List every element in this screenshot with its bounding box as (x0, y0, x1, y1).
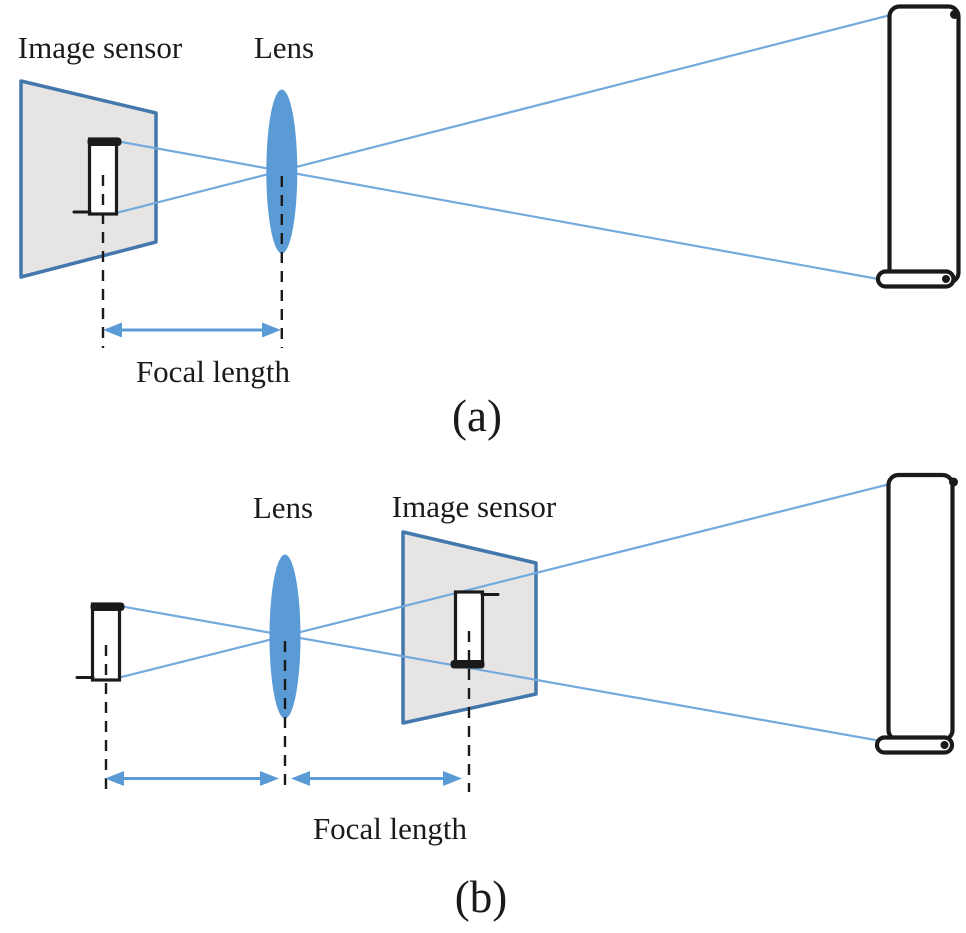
scene-object-foot-a (875, 269, 956, 289)
arrowhead-right-a (262, 322, 281, 338)
focused-image-foot-bar-b (90, 602, 125, 611)
focal-length-arrow-a (103, 322, 281, 338)
light-ray-bottom-a (118, 140, 918, 288)
light-ray-bottom-b (119, 604, 918, 749)
focal-length-arrow-left-b (105, 771, 279, 786)
light-ray-top-a (117, 6, 921, 214)
arrowhead-right-2-b (443, 771, 462, 786)
arrowhead-left-2-b (291, 771, 310, 786)
panel-letter-b: (b) (455, 872, 507, 922)
image-sensor-label-a: Image sensor (18, 30, 183, 65)
lens-a (266, 89, 298, 254)
arrowhead-left-a (103, 322, 122, 338)
image-sensor-label-b: Image sensor (392, 489, 557, 524)
scene-object-a (875, 4, 961, 289)
scene-object-pin-top-a (950, 10, 959, 19)
arrowhead-right-1-b (260, 771, 279, 786)
projected-image-foot-bar-a (87, 137, 122, 146)
lens-label-a: Lens (254, 30, 314, 65)
scene-object-pin-foot-b (940, 741, 949, 749)
focused-image-b (75, 602, 125, 682)
lens-label-b: Lens (253, 490, 313, 525)
panel-b: Lens Image sensor Focal length (b) (75, 472, 958, 922)
panel-a: Image sensor Lens Focal length (a) (18, 4, 961, 441)
lens-b (269, 554, 301, 719)
focal-length-label-a: Focal length (136, 354, 291, 389)
focal-length-arrow-right-b (291, 771, 462, 786)
panel-letter-a: (a) (452, 391, 502, 441)
projected-image-foot-bar-b (450, 660, 485, 669)
scene-object-body-a (887, 4, 961, 285)
scene-object-foot-b (874, 735, 955, 755)
arrowhead-left-1-b (105, 771, 124, 786)
focal-length-label-b: Focal length (313, 811, 468, 846)
scene-object-pin-top-b (949, 477, 958, 487)
scene-object-pin-foot-a (942, 275, 950, 283)
scene-object-body-b (886, 472, 955, 743)
scene-object-b (874, 472, 958, 755)
light-ray-top-b (119, 475, 919, 679)
